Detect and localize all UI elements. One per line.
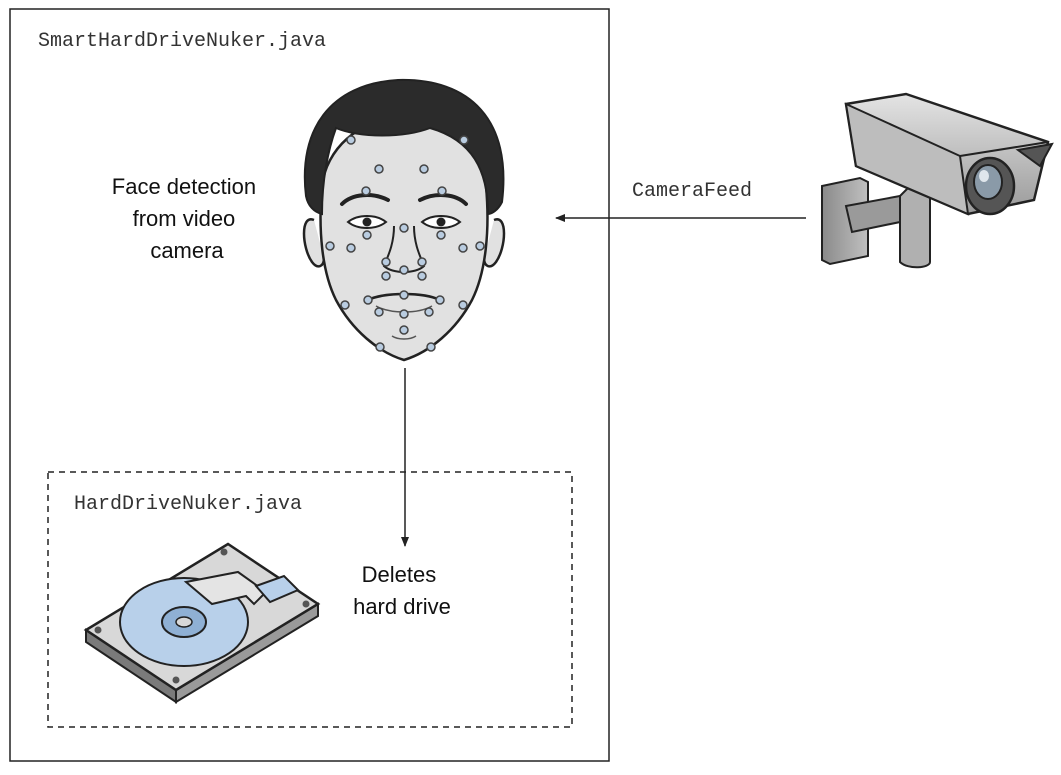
face-caption-line-2: from video [133, 206, 236, 231]
face-caption-line-1: Face detection [112, 174, 256, 199]
hard-drive-icon [83, 542, 321, 704]
face-caption-line-3: camera [150, 238, 224, 263]
drive-caption: Deletes hard drive [353, 562, 451, 619]
security-camera-icon [821, 92, 1054, 269]
camera-feed-label: CameraFeed [632, 180, 752, 203]
drive-caption-line-2: hard drive [353, 594, 451, 619]
outer-component-box [9, 8, 610, 762]
outer-box-label: SmartHardDriveNuker.java [38, 30, 326, 53]
inner-box-label: HardDriveNuker.java [74, 493, 302, 516]
face-caption: Face detection from video camera [112, 174, 262, 263]
inner-component-box [47, 471, 573, 728]
drive-caption-line-1: Deletes [362, 562, 437, 587]
face-icon [302, 78, 506, 362]
